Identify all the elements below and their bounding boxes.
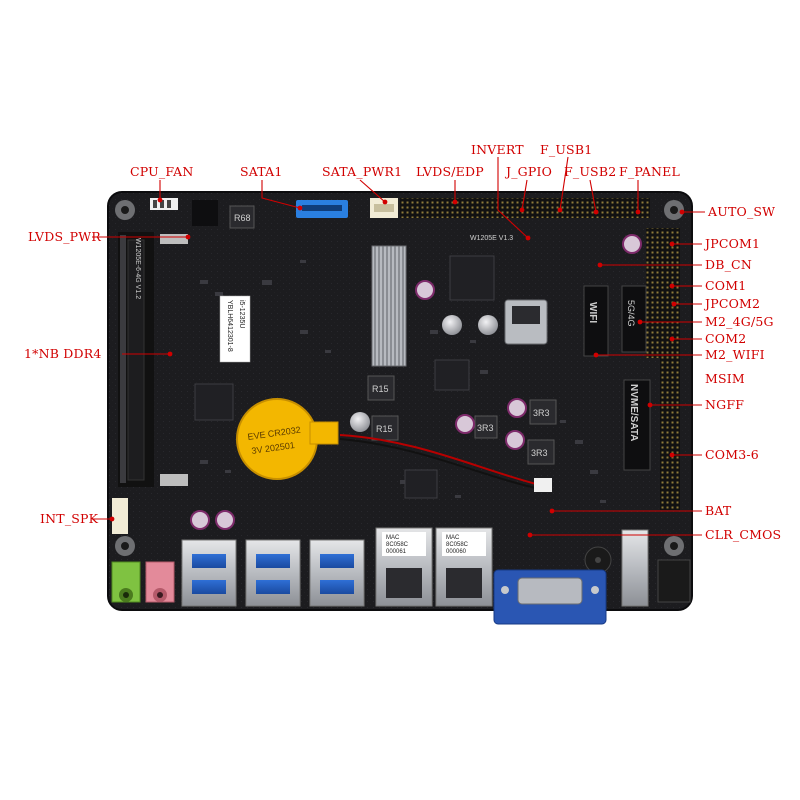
- ngff-slot: NVME/SATA: [623, 379, 651, 471]
- sticker-cpu: i5-1235U: [238, 300, 245, 328]
- ddr4-slot: W1205E-6-4G V1.2: [118, 232, 188, 487]
- callout-leaders: [92, 156, 705, 538]
- label-f-usb1: F_USB1: [540, 142, 592, 157]
- label-auto-sw: AUTO_SW: [707, 204, 775, 219]
- label-com3-6: COM3-6: [705, 447, 759, 462]
- board-model-text: W1205E V1.3: [470, 235, 513, 242]
- ind-3r3-c: 3R3: [531, 448, 548, 458]
- label-clr-cmos: CLR_CMOS: [705, 527, 781, 542]
- ind-3r3-b: 3R3: [477, 423, 494, 433]
- g54-silk: 5G/4G: [626, 300, 636, 327]
- label-lvds-pwr: LVDS_PWR: [28, 229, 101, 244]
- lvds-edp-header: [400, 198, 600, 218]
- label-lvds-edp: LVDS/EDP: [416, 164, 484, 179]
- m2-4g5g-slot: 5G/4G: [621, 285, 647, 353]
- label-com1: COM1: [705, 278, 746, 293]
- r68-inductor: R68: [229, 205, 255, 229]
- label-m2-4g5g: M2_4G/5G: [705, 314, 774, 329]
- smd-components: [200, 260, 606, 503]
- label-invert: INVERT: [471, 142, 524, 157]
- mounting-holes: [115, 200, 684, 556]
- lan-port-1: MAC 8C058C 000061: [375, 527, 433, 607]
- wifi-silk: WIFI: [587, 302, 598, 323]
- usb-stack-3: [309, 539, 365, 607]
- cpu-fan-header: [150, 198, 178, 210]
- ind-3r3-a: 3R3: [533, 408, 550, 418]
- sticker-serial: YBLH6412301-8: [226, 300, 233, 352]
- vga-port: [493, 569, 607, 625]
- label-ngff: NGFF: [705, 397, 744, 412]
- lan-port-2: MAC 8C058C 000060: [435, 527, 493, 607]
- mac1-line1: MAC: [386, 535, 400, 541]
- ddr-slot-text: W1205E-6-4G V1.2: [134, 238, 141, 299]
- label-m2-wifi: M2_WIFI: [705, 347, 765, 362]
- int-spk-connector: [112, 498, 128, 534]
- label-db-cn: DB_CN: [705, 257, 752, 272]
- r15-text-a: R15: [372, 384, 389, 394]
- nvme-sata-silk: NVME/SATA: [628, 384, 639, 441]
- f-panel-header: [600, 198, 650, 218]
- cpu-heatsink: [371, 245, 407, 367]
- sata-pwr1-connector: [370, 198, 398, 218]
- label-sata1: SATA1: [240, 164, 283, 179]
- cmos-battery: EVE CR2032 3V 202501: [236, 398, 339, 480]
- bat-connector: [534, 478, 552, 492]
- 3r3-inductors: 3R3 3R3 3R3: [474, 399, 557, 465]
- label-cpu-fan: CPU_FAN: [130, 164, 194, 179]
- r15-text-b: R15: [376, 424, 393, 434]
- label-jpcom2: JPCOM2: [703, 296, 760, 311]
- chip-main: [404, 255, 495, 499]
- label-f-panel: F_PANEL: [619, 164, 680, 179]
- mac2-line3: 000060: [446, 549, 467, 555]
- buzzer: [584, 546, 612, 574]
- r68-text: R68: [234, 213, 251, 223]
- usb-stack-1: [181, 539, 237, 607]
- label-jpcom1: JPCOM1: [703, 236, 760, 251]
- label-com2: COM2: [705, 331, 746, 346]
- label-sata-pwr1: SATA_PWR1: [322, 164, 402, 179]
- mac2-line1: MAC: [446, 535, 460, 541]
- battery-wire: [339, 434, 541, 486]
- label-j-gpio: J_GPIO: [504, 164, 552, 179]
- capacitors: [190, 234, 642, 530]
- mac1-line2: 8C058C: [386, 542, 409, 548]
- label-f-usb2: F_USB2: [564, 164, 616, 179]
- usb-stack-2: [245, 539, 301, 607]
- msim-holder: [504, 299, 548, 345]
- callout-labels: CPU_FAN SATA1 SATA_PWR1 LVDS/EDP INVERT …: [24, 142, 781, 542]
- chip-bios: [194, 383, 234, 421]
- label-msim: MSIM: [705, 371, 745, 386]
- right-pin-strip: [646, 228, 680, 510]
- fan-cable: [192, 200, 218, 226]
- audio-jack-green: [111, 561, 141, 603]
- label-int-spk: INT_SPK: [40, 511, 99, 526]
- r15-inductors: R15 R15: [367, 375, 399, 441]
- sata1-connector: [296, 200, 348, 218]
- label-ddr4: 1*NB DDR4: [24, 346, 102, 361]
- audio-jack-pink: [145, 561, 175, 603]
- mac1-line3: 000061: [386, 549, 407, 555]
- mac2-line2: 8C058C: [446, 542, 469, 548]
- dc-jack: [621, 529, 691, 607]
- pcb-board: [107, 191, 693, 611]
- m2-wifi-slot: WIFI: [583, 285, 609, 357]
- label-bat: BAT: [705, 503, 732, 518]
- board-sticker: YBLH6412301-8 i5-1235U: [219, 295, 251, 363]
